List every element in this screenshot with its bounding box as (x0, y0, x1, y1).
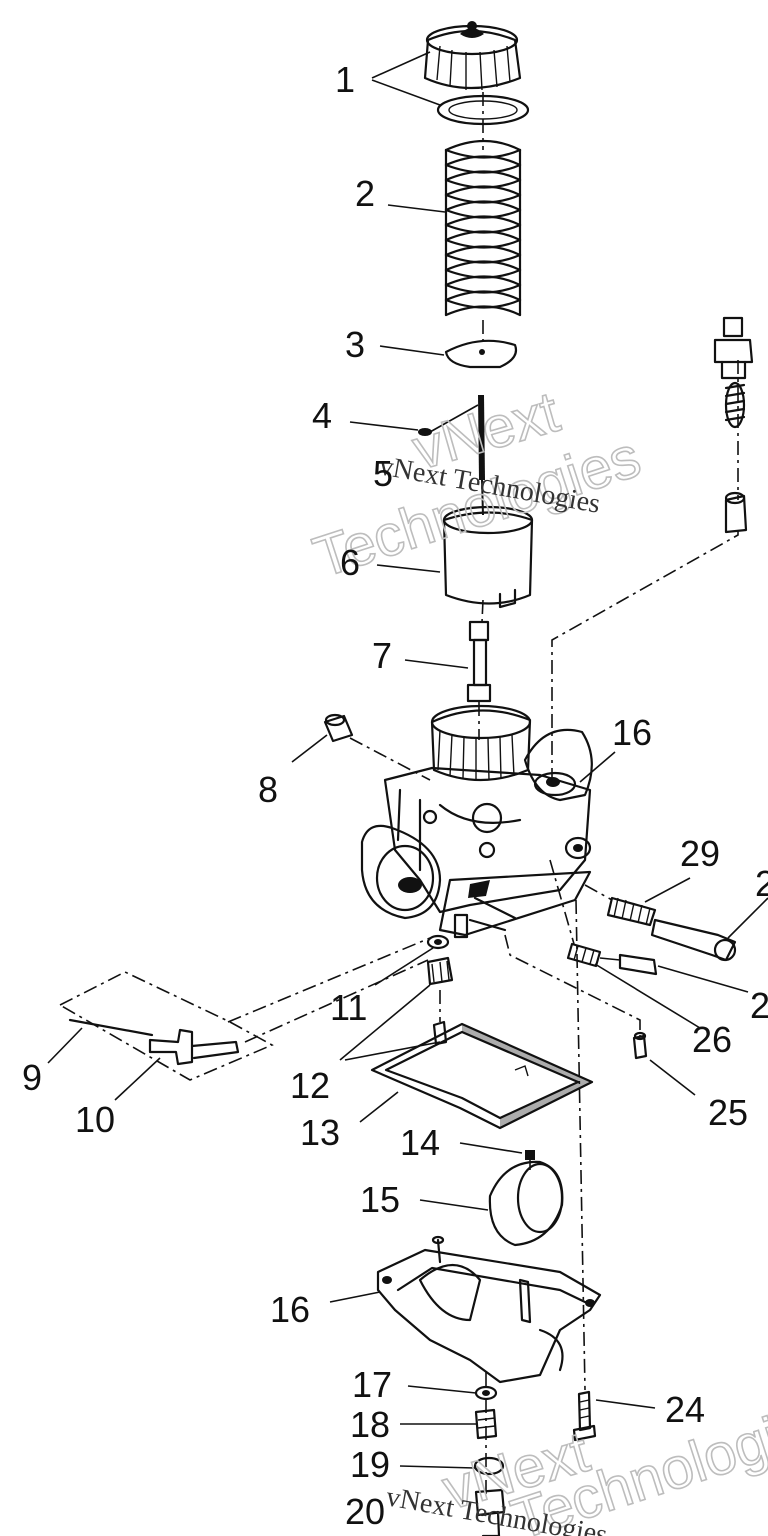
callout-label: 3 (345, 324, 365, 365)
part-throttle-slide (442, 505, 534, 609)
part-spring (444, 140, 522, 317)
callout-label: 13 (300, 1112, 340, 1153)
callout-label: 19 (350, 1444, 390, 1485)
callout-label: 6 (340, 542, 360, 583)
callout-label: 7 (372, 635, 392, 676)
part-needle-plate (444, 339, 518, 369)
callout-label: 12 (290, 1065, 330, 1106)
part-float-bowl (376, 1235, 602, 1384)
callout-label: 2 (750, 985, 768, 1026)
part-choke-bracket (59, 971, 274, 1081)
callout-label: 14 (400, 1122, 440, 1163)
callout-label: 16 (270, 1289, 310, 1330)
callout-label: 24 (665, 1389, 705, 1430)
callout-label: 16 (612, 712, 652, 753)
callouts: 1 2 3 4 5 6 7 8 16 29 2 2 26 11 12 9 10 … (22, 59, 768, 1532)
part-pilot-screw-set (566, 316, 754, 1060)
part-drain-set (473, 1385, 506, 1536)
part-carburetor-body (360, 704, 593, 939)
callout-label: 2 (755, 863, 768, 904)
callout-label: 9 (22, 1057, 42, 1098)
callout-label: 25 (708, 1092, 748, 1133)
part-plug (323, 713, 354, 743)
callout-label: 1 (335, 59, 355, 100)
part-e-clip (418, 428, 432, 436)
callout-label: 11 (330, 987, 367, 1028)
part-float-bowl-gasket (370, 1022, 594, 1130)
callout-label: 4 (312, 395, 332, 436)
callout-label: 18 (350, 1404, 390, 1445)
part-float (488, 1150, 564, 1247)
callout-label: 20 (345, 1491, 385, 1532)
callout-label: 29 (680, 833, 720, 874)
leader-lines (47, 51, 768, 1469)
callout-label: 15 (360, 1179, 400, 1220)
part-jet-needle (478, 394, 485, 516)
alignment-lines (227, 92, 739, 1500)
part-needle-jet (466, 620, 492, 703)
callout-label: 8 (258, 769, 278, 810)
part-main-jet (426, 934, 454, 1046)
part-cap (423, 21, 522, 91)
callout-label: 17 (352, 1364, 392, 1405)
callout-label: 5 (373, 453, 393, 494)
callout-label: 26 (692, 1019, 732, 1060)
part-bowl-screw (572, 1390, 597, 1442)
callout-label: 10 (75, 1099, 115, 1140)
callout-label: 2 (355, 173, 375, 214)
watermarks: vNext Technologies vNext Technologies vN… (305, 378, 768, 1536)
